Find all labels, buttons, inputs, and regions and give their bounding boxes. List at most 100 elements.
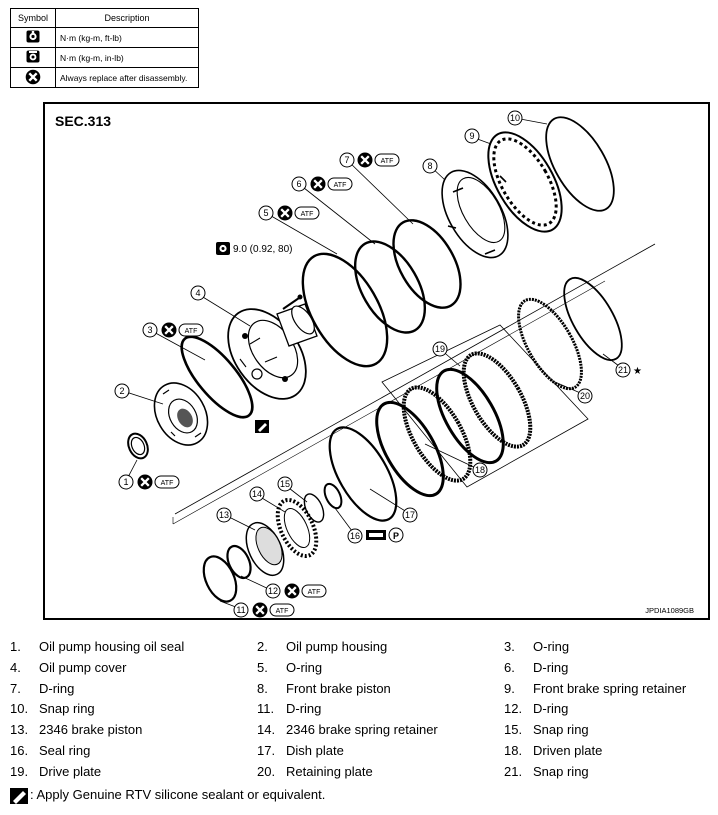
part-number: 13. <box>10 722 29 738</box>
callout-20: 20 <box>577 388 593 404</box>
part-number: 12. <box>504 701 523 717</box>
svg-text:ATF: ATF <box>185 328 198 335</box>
legend-description: N·m (kg-m, ft-lb) <box>55 27 199 48</box>
brake-piston-2346-part <box>245 521 285 577</box>
svg-text:ATF: ATF <box>334 182 347 189</box>
replace-icon <box>356 151 374 169</box>
o-ring-part <box>180 335 254 419</box>
part-name: Seal ring <box>39 743 91 758</box>
front-brake-spring-retainer-part <box>487 131 563 233</box>
svg-text:1: 1 <box>123 477 128 487</box>
svg-text:8: 8 <box>427 161 432 171</box>
o-ring-large-part <box>301 252 389 368</box>
part-name: Snap ring <box>39 701 95 717</box>
d-ring-part <box>353 240 427 334</box>
svg-text:9: 9 <box>469 131 474 141</box>
svg-text:12: 12 <box>268 586 278 596</box>
legend-symbol-cell <box>10 27 56 48</box>
atf-badge: ATF <box>374 153 400 167</box>
svg-text:3: 3 <box>147 325 152 335</box>
part-name: 2346 brake piston <box>39 722 143 738</box>
front-brake-piston-part <box>441 169 509 259</box>
sealant-note-text: : Apply Genuine RTV silicone sealant or … <box>30 787 326 802</box>
legend-header-symbol: Symbol <box>10 8 56 28</box>
exploded-diagram: 1 2 3 4 5 6 7 8 9 10 11 12 13 14 15 16 1… <box>114 110 656 619</box>
part-name: Oil pump housing oil seal <box>39 639 185 654</box>
oil-seal-part <box>127 432 149 460</box>
callout-15: 15 <box>277 476 293 492</box>
svg-text:11: 11 <box>236 605 245 615</box>
callout-group: 1 2 3 4 5 6 7 8 9 10 11 12 13 14 15 16 1… <box>114 110 631 618</box>
svg-text:18: 18 <box>475 465 485 475</box>
sealant-marker <box>255 420 269 433</box>
callout-2: 2 <box>114 383 130 399</box>
svg-text:5: 5 <box>263 208 268 218</box>
svg-text:ATF: ATF <box>381 158 394 165</box>
svg-text:13: 13 <box>219 510 229 520</box>
replace-icon <box>309 175 327 193</box>
part-number: 2. <box>257 639 268 654</box>
part-number: 8. <box>257 680 268 696</box>
snap-ring-part <box>545 116 615 212</box>
part-name: Retaining plate <box>286 763 373 779</box>
atf-badge: ATF <box>269 603 295 617</box>
callout-21: 21 <box>615 362 631 378</box>
part-number: 21. <box>504 763 523 779</box>
part-name: Driven plate <box>533 743 603 758</box>
replace-icon <box>283 582 301 600</box>
legend-description: Always replace after disassembly. <box>55 67 199 88</box>
callout-6: 6 <box>291 176 307 192</box>
part-number: 7. <box>10 680 21 696</box>
part-number: 20. <box>257 763 276 779</box>
dish-plate-part <box>328 426 398 522</box>
seal-ring-part <box>323 482 343 510</box>
replace-icon <box>160 321 178 339</box>
oil-pump-housing-part <box>153 382 209 446</box>
svg-text:14: 14 <box>252 489 262 499</box>
svg-text:19: 19 <box>435 344 445 354</box>
sealant-note: : Apply Genuine RTV silicone sealant or … <box>10 787 325 804</box>
part-name: Front brake spring retainer <box>533 680 687 696</box>
atf-badge: ATF <box>178 323 204 337</box>
callout-5: 5 <box>258 205 274 221</box>
atf-badges: ATF ATF ATF ATF ATF ATF ATF <box>154 153 400 617</box>
star-mark: ★ <box>633 366 642 377</box>
part-name: D-ring <box>533 701 569 717</box>
assembly-axis <box>174 243 656 515</box>
callout-14: 14 <box>249 486 265 502</box>
d-ring-part <box>202 555 238 603</box>
svg-text:ATF: ATF <box>276 608 289 615</box>
part-name: Front brake piston <box>286 680 391 696</box>
seal-ring-tool-marker: P <box>366 527 404 543</box>
legend-description: N·m (kg-m, in-lb) <box>55 47 199 68</box>
callout-3: 3 <box>142 322 158 338</box>
torque-inlb-icon <box>26 50 40 63</box>
svg-text:4: 4 <box>195 288 200 298</box>
part-number: 1. <box>10 639 21 654</box>
replace-icon <box>276 204 294 222</box>
snap-ring-part <box>303 493 325 523</box>
p-marker: P <box>393 531 399 541</box>
legend-symbol-cell <box>10 47 56 68</box>
svg-text:6: 6 <box>296 179 301 189</box>
callout-12: 12 <box>265 583 281 599</box>
part-number: 15. <box>504 722 523 738</box>
callout-9: 9 <box>464 128 480 144</box>
atf-badge: ATF <box>327 177 353 191</box>
spring-retainer-2346-part <box>275 497 319 559</box>
callout-19: 19 <box>432 341 448 357</box>
part-name: Drive plate <box>39 763 102 779</box>
part-number: 3. <box>504 639 515 654</box>
atf-badge: ATF <box>294 206 320 220</box>
svg-text:21: 21 <box>618 365 628 375</box>
callout-13: 13 <box>216 507 232 523</box>
callout-18: 18 <box>472 462 488 478</box>
svg-text:15: 15 <box>280 479 290 489</box>
part-name: Snap ring <box>533 722 589 738</box>
callout-1: 1 <box>118 474 134 490</box>
sealant-icon <box>10 787 28 804</box>
replace-icon <box>251 601 269 619</box>
part-name: Dish plate <box>286 743 344 758</box>
figure-code: JPDIA1089GB <box>645 606 694 615</box>
part-number: 5. <box>257 659 268 675</box>
